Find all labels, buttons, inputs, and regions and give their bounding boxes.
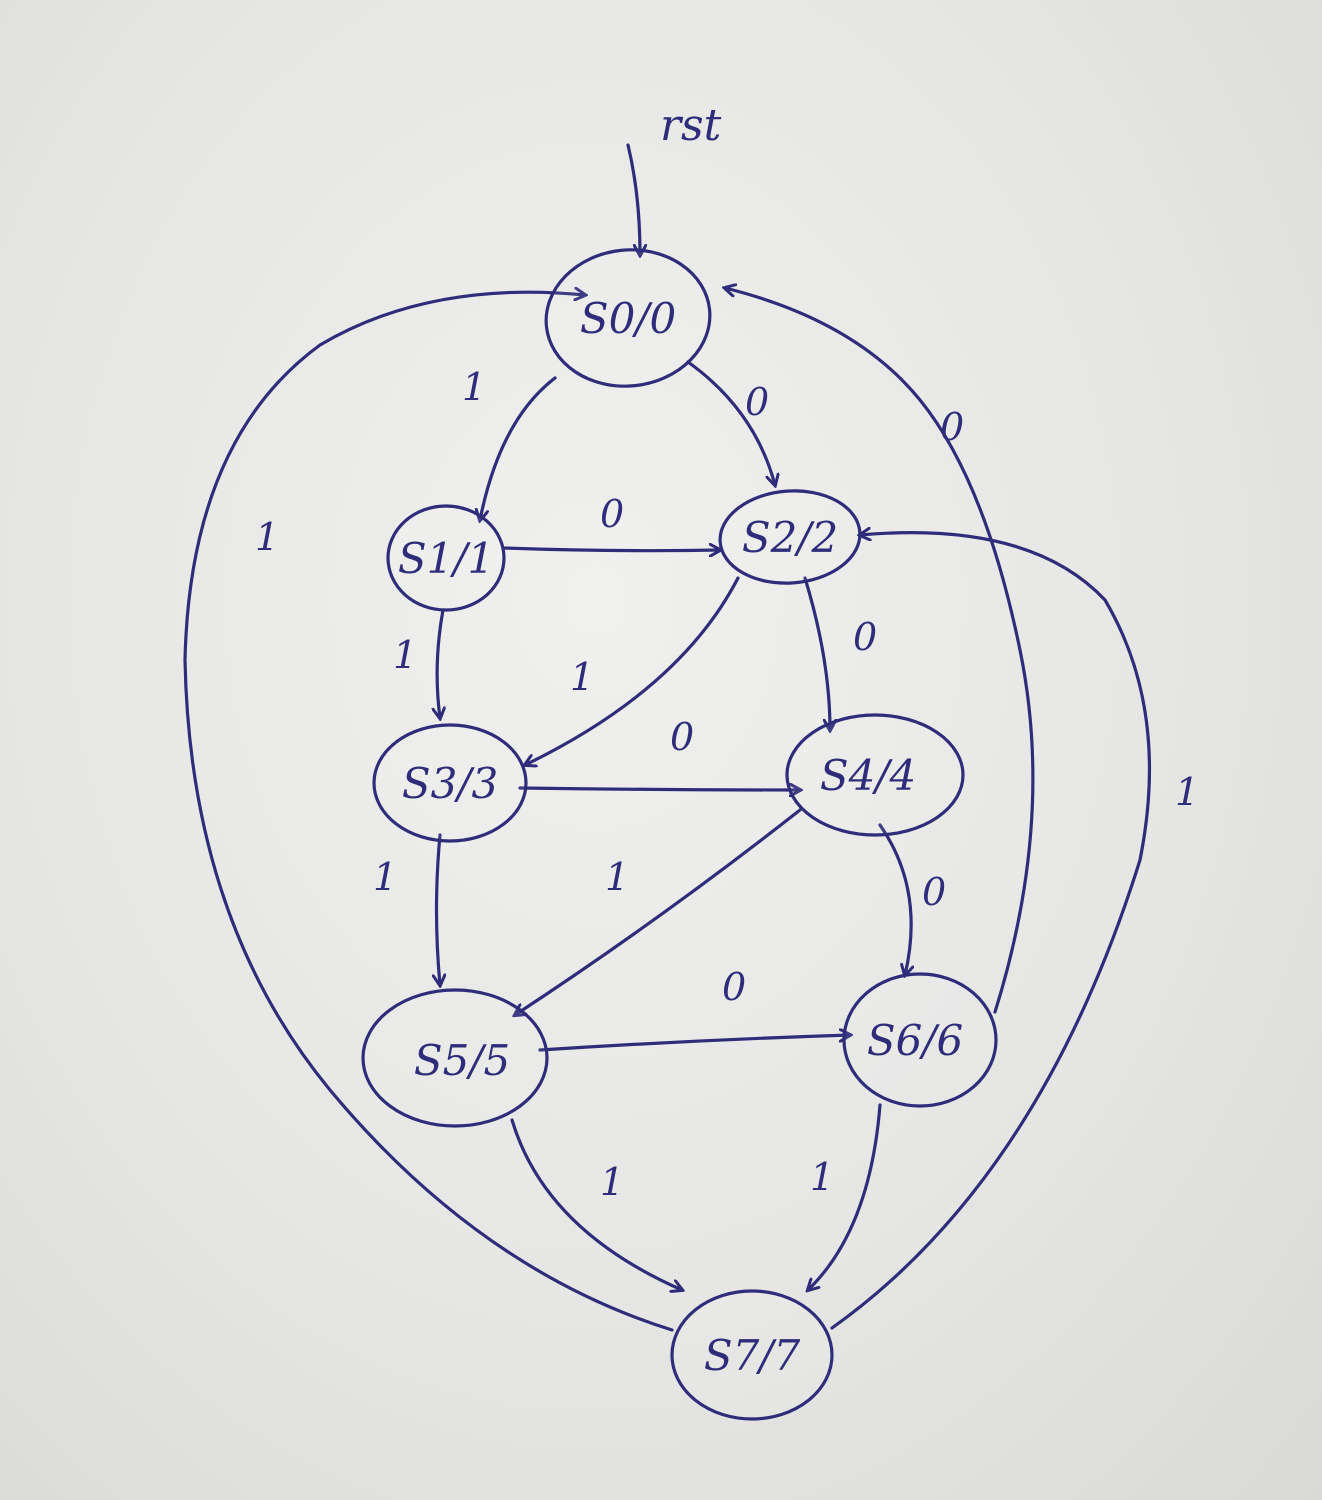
state-s4: S4/4 [785,713,965,837]
state-s0: S0/0 [544,248,712,388]
edge-label-s6-s0: 0 [940,405,964,449]
state-s4-circle [785,713,965,837]
state-s7-label: S7/7 [704,1331,801,1380]
edge-s6-s7 [808,1103,882,1290]
edge-s7-s0 [183,292,674,1332]
edge-label-s1-s2: 0 [600,492,624,536]
edge-s5-s6 [538,1035,850,1052]
state-s7: S7/7 [670,1289,834,1421]
edge-label-s1-s3: 1 [393,633,417,677]
edge-label-s5-s7: 1 [600,1160,624,1204]
state-s2-circle [718,489,862,585]
edge-label-s4-s5: 1 [605,855,629,899]
edge-s3-s4 [518,788,800,790]
state-s2-label: S2/2 [742,513,838,562]
edge-s2-s3 [525,576,740,765]
state-s3: S3/3 [372,723,528,843]
state-s1-label: S1/1 [398,534,494,583]
edge-label-s0-s2: 0 [745,380,769,424]
state-s1: S1/1 [386,504,506,612]
edge-label-s5-s6: 0 [722,965,746,1009]
reset-arrow [626,143,640,255]
edge-label-s0-s1: 1 [462,365,486,409]
state-s4-label: S4/4 [820,751,916,800]
edge-s1-s2 [503,548,720,551]
edge-s3-s5 [437,833,441,985]
state-s3-circle [372,723,528,843]
state-s6-label: S6/6 [867,1016,963,1065]
edge-label-s2-s4: 0 [853,615,877,659]
state-s3-label: S3/3 [402,759,498,808]
edge-label-s7-s0: 1 [255,515,279,559]
edge-label-s3-s4: 0 [670,715,694,759]
state-s5-circle [361,988,549,1128]
state-s5-label: S5/5 [414,1036,510,1085]
state-s6-circle [842,972,998,1108]
edge-label-s7-s2: 1 [1175,770,1199,814]
state-s1-circle [386,504,506,612]
state-s7-circle [670,1289,834,1421]
edge-s0-s2 [686,360,775,485]
edge-label-s3-s5: 1 [373,855,397,899]
edge-s6-s0 [725,288,1035,1014]
reset-label: rst [660,100,722,151]
edge-s4-s5 [515,808,802,1015]
edge-s4-s6 [878,823,911,975]
edge-label-s6-s7: 1 [810,1155,834,1199]
state-s0-label: S0/0 [580,294,676,343]
edge-s5-s7 [510,1118,682,1290]
edge-label-s4-s6: 0 [922,870,946,914]
edge-s1-s3 [437,608,443,718]
state-s6: S6/6 [842,972,998,1108]
edge-s2-s4 [803,576,830,730]
edge-s7-s2 [830,533,1152,1330]
state-s5: S5/5 [361,988,549,1128]
state-s2: S2/2 [718,489,862,585]
state-s0-circle [544,248,712,388]
edge-label-s2-s3: 1 [570,655,594,699]
edge-s0-s1 [480,376,557,520]
